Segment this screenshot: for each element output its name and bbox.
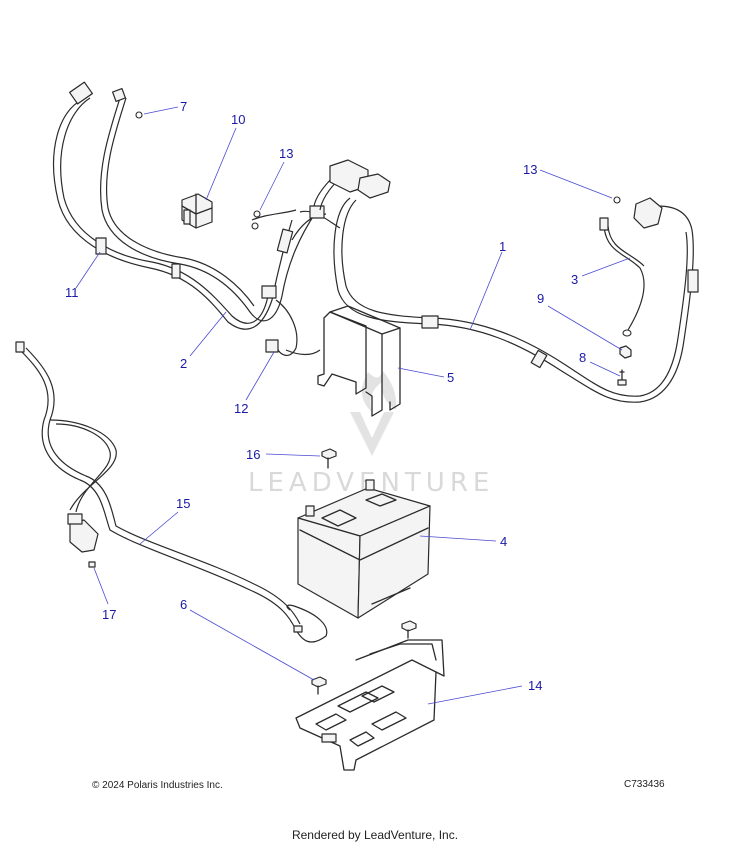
callout-6: 6 [180, 597, 187, 612]
callout-9: 9 [537, 291, 544, 306]
rendered-by-credit: Rendered by LeadVenture, Inc. [291, 828, 459, 842]
cable-3 [599, 217, 645, 337]
copyright-notice: © 2024 Polaris Industries Inc. [92, 780, 223, 791]
callout-14: 14 [528, 678, 542, 693]
callout-11: 11 [65, 285, 79, 300]
bracket-5 [317, 305, 401, 417]
leadventure-watermark-logo: LEADVENTURE [248, 370, 489, 498]
callout-13-right: 13 [523, 162, 537, 177]
nut-17 [88, 561, 96, 568]
callout-12: 12 [234, 401, 248, 416]
callout-3: 3 [571, 272, 578, 287]
cable-15 [15, 341, 328, 643]
nut-13-left [251, 210, 261, 230]
callout-10: 10 [231, 112, 245, 127]
diagram-code: C733436 [624, 779, 665, 790]
callout-4: 4 [500, 534, 507, 549]
callout-2: 2 [180, 356, 187, 371]
callout-1: 1 [499, 239, 506, 254]
nut-7 [135, 111, 143, 119]
callout-8: 8 [579, 350, 586, 365]
battery-tray-14 [295, 639, 445, 771]
nut-9 [619, 345, 632, 359]
callout-13-left: 13 [279, 146, 293, 161]
cable-1 [313, 159, 699, 403]
callout-5: 5 [447, 370, 454, 385]
leader-lines [75, 106, 631, 705]
nut-13-right [613, 196, 621, 204]
callout-17: 17 [102, 607, 116, 622]
callout-15: 15 [176, 496, 190, 511]
bolt-16 [321, 448, 337, 469]
bolt-8 [617, 369, 627, 386]
callout-7: 7 [180, 99, 187, 114]
callout-16: 16 [246, 447, 260, 462]
bolt-6 [311, 620, 417, 695]
battery-4 [297, 479, 431, 619]
callout-labels: 7 10 13 13 1 3 9 8 11 2 5 12 16 15 4 6 1… [65, 99, 586, 693]
relay-10 [181, 193, 213, 229]
